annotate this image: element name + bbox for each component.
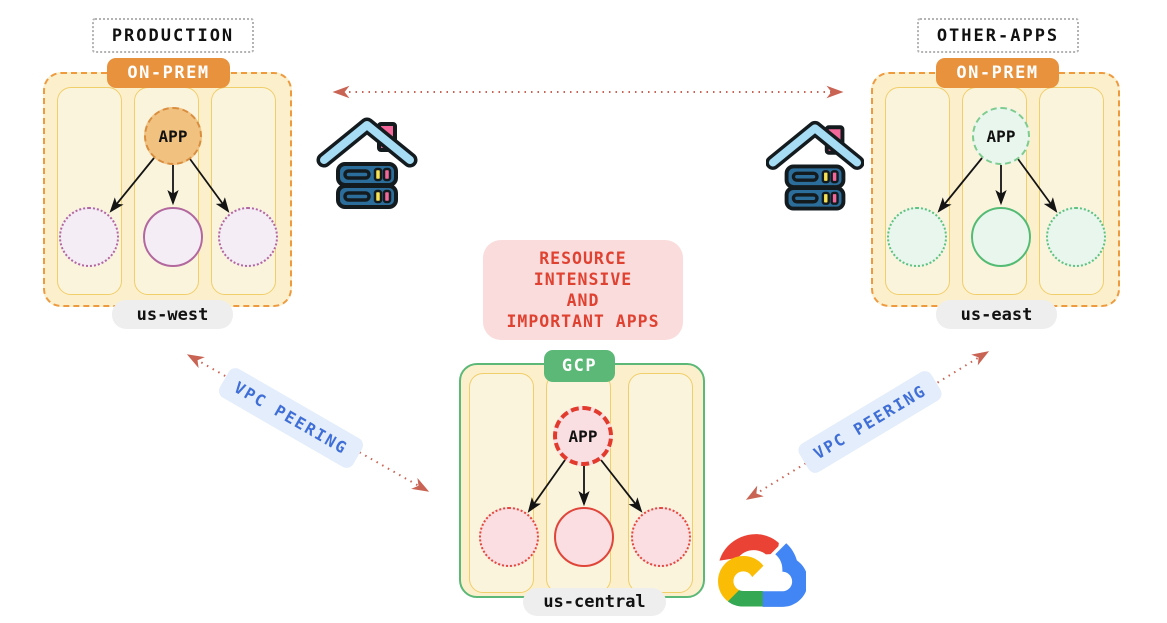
production-title: PRODUCTION — [111, 25, 235, 46]
gcp-provider-badge: GCP — [544, 350, 615, 382]
production-zone-label: us-west — [136, 304, 209, 325]
production-worker-circle-left — [59, 207, 119, 267]
other-apps-worker-circle-left — [887, 207, 947, 267]
other-apps-zone-label: us-east — [960, 304, 1033, 325]
other-apps-title-box: OTHER-APPS — [917, 18, 1079, 53]
production-provider-label: ON-PREM — [127, 63, 210, 83]
production-zone-pill: us-west — [112, 300, 233, 329]
other-apps-provider-label: ON-PREM — [956, 63, 1039, 83]
other-apps-title: OTHER-APPS — [936, 25, 1060, 46]
gcp-app-label: APP — [568, 426, 598, 446]
production-worker-circle-center — [143, 207, 203, 267]
house-server-icon — [765, 117, 865, 212]
gcp-provider-label: GCP — [561, 356, 598, 376]
gcp-zone-pill: us-central — [523, 588, 666, 616]
vpc-peering-label-right: VPC PEERING — [795, 368, 945, 476]
gcp-zone-label: us-central — [543, 592, 646, 612]
production-worker-circle-right — [218, 207, 278, 267]
other-apps-app-circle: APP — [972, 107, 1030, 165]
production-app-circle: APP — [144, 107, 202, 165]
resource-note: RESOURCE INTENSIVE AND IMPORTANT APPS — [483, 240, 683, 340]
vpc-peering-label-left: VPC PEERING — [216, 365, 366, 471]
gcp-worker-circle-left — [479, 507, 539, 567]
other-apps-worker-circle-center — [971, 207, 1031, 267]
other-apps-zone-pill: us-east — [936, 300, 1057, 329]
production-title-box: PRODUCTION — [92, 18, 254, 53]
google-cloud-logo — [712, 533, 808, 608]
gcp-worker-circle-right — [631, 507, 691, 567]
other-apps-provider-badge: ON-PREM — [936, 58, 1059, 88]
other-apps-worker-circle-right — [1046, 207, 1106, 267]
house-server-icon — [316, 114, 418, 210]
production-provider-badge: ON-PREM — [107, 58, 230, 88]
gcp-app-circle: APP — [553, 406, 613, 466]
gcp-worker-circle-center — [554, 507, 614, 567]
production-app-label: APP — [158, 126, 188, 146]
other-apps-app-label: APP — [986, 126, 1016, 146]
